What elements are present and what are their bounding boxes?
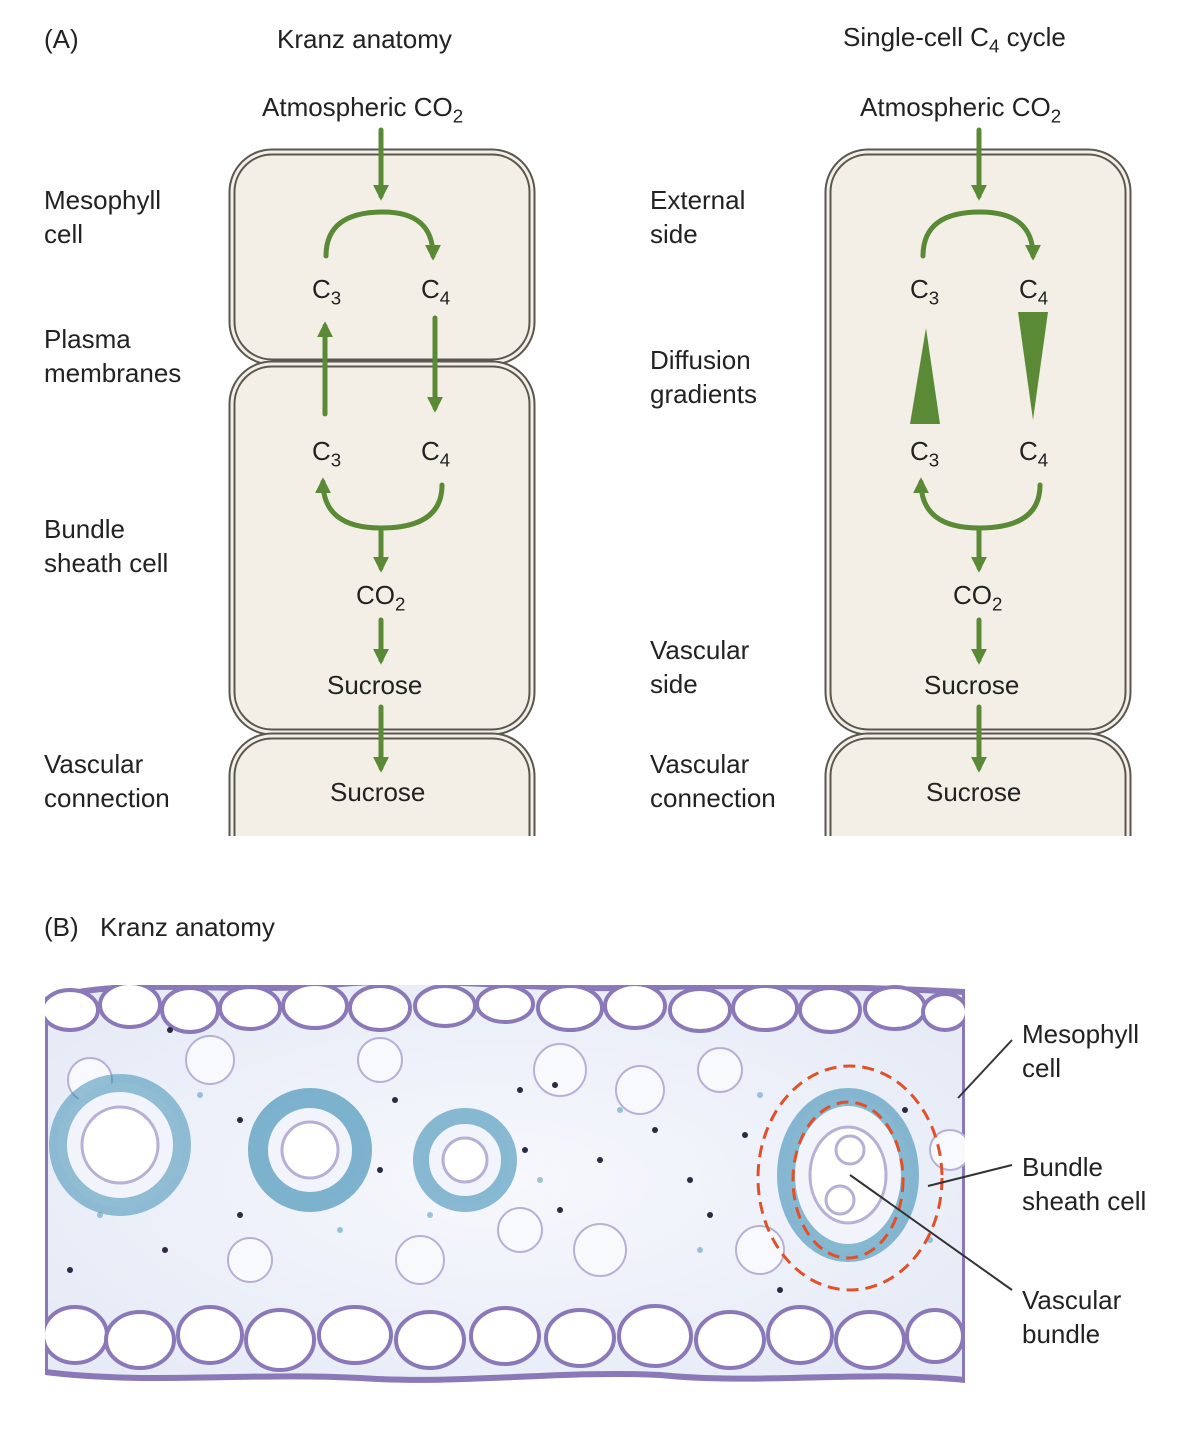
label-vascular-side: Vascular side — [650, 635, 750, 699]
single-arrows — [913, 127, 1043, 773]
label-vascular-connection: Vascular connection — [44, 749, 170, 813]
callout-bundle-sheath-cell: Bundle sheath cell — [1022, 1152, 1147, 1216]
mesophyll-outline — [756, 1064, 944, 1292]
label-mesophyll-cell: Mesophyll cell — [44, 185, 162, 249]
single-co2: CO2 — [953, 580, 1003, 615]
label-diffusion-gradients: Diffusion gradients — [650, 345, 757, 409]
label-bundle-sheath-cell: Bundle sheath cell — [44, 514, 169, 578]
single-c3-top: C3 — [910, 274, 940, 309]
curved-arrow-icon — [323, 209, 441, 261]
single-c4-bottom: C4 — [1019, 436, 1049, 471]
panel-b-label: (B) — [44, 912, 79, 942]
single-c4-top: C4 — [1019, 274, 1049, 309]
kranz-co2: CO2 — [356, 580, 406, 615]
single-c3-bottom: C3 — [910, 436, 940, 471]
kranz-c3-bottom: C3 — [312, 436, 342, 471]
kranz-sucrose: Sucrose — [327, 670, 423, 700]
curved-arrow-icon — [920, 209, 1041, 261]
kranz-c4-top: C4 — [421, 274, 451, 309]
callout-vascular-bundle: Vascular bundle — [1022, 1285, 1122, 1349]
kranz-atmospheric-co2: Atmospheric CO2 — [262, 92, 464, 127]
single-sucrose-vascular: Sucrose — [926, 777, 1022, 807]
single-cell-title: Single-cell C4 cycle — [843, 22, 1066, 57]
gradient-triangle-icon — [910, 328, 940, 424]
panel-b-title: Kranz anatomy — [100, 912, 275, 942]
kranz-c3-top: C3 — [312, 274, 342, 309]
vascular-bundle-shapes — [49, 1074, 919, 1262]
single-sucrose: Sucrose — [924, 670, 1020, 700]
gradient-triangle-icon — [1018, 312, 1048, 420]
kranz-title: Kranz anatomy — [277, 24, 452, 54]
kranz-arrows — [315, 127, 445, 773]
kranz-sucrose-vascular: Sucrose — [330, 777, 426, 807]
label-single-vascular-connection: Vascular connection — [650, 749, 776, 813]
callout-mesophyll-cell: Mesophyll cell — [1022, 1019, 1140, 1083]
callout-lines — [849, 1039, 1013, 1291]
kranz-c4-bottom: C4 — [421, 436, 451, 471]
label-plasma-membranes: Plasma membranes — [44, 324, 182, 388]
single-atmospheric-co2: Atmospheric CO2 — [860, 92, 1062, 127]
micrograph-image — [45, 985, 965, 1384]
bundle-sheath-outline — [791, 1100, 905, 1260]
label-external-side: External side — [650, 185, 746, 249]
panel-a-label: (A) — [44, 24, 79, 54]
